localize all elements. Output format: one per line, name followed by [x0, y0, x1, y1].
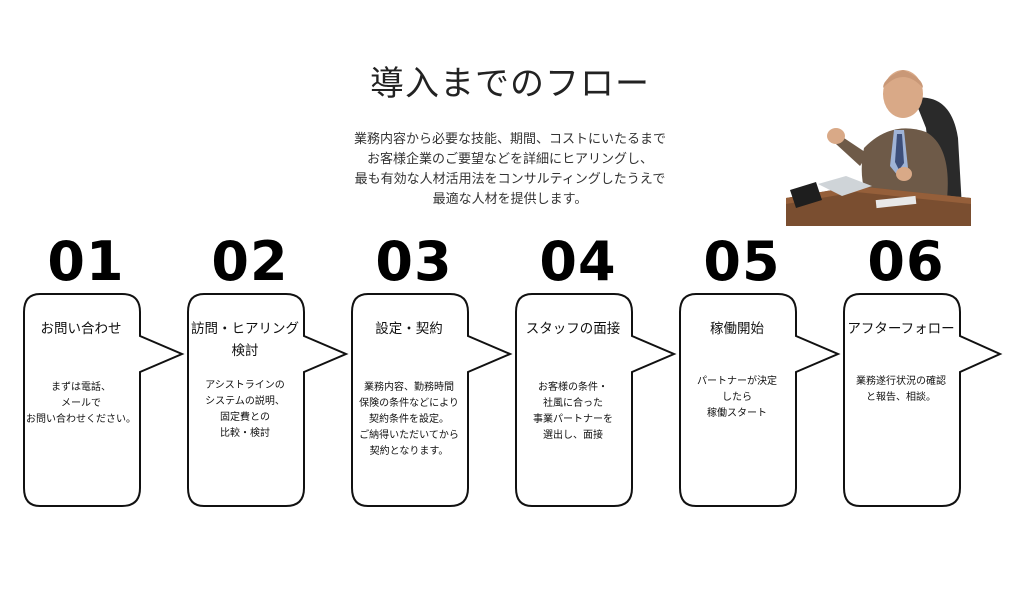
step-description-line: と報告、相談。 — [866, 392, 936, 403]
step-description-line: 比較・検討 — [220, 428, 270, 439]
step-description-line: 保険の条件などにより — [359, 398, 459, 409]
step-card: 稼働開始 パートナーが決定 したら 稼働スタート — [678, 292, 858, 512]
presenter-photo — [786, 58, 971, 226]
step-title-line: 設定・契約 — [375, 321, 443, 337]
step-title: 稼働開始 — [672, 318, 802, 340]
step-description-line: ご納得いただいてから — [359, 430, 459, 441]
step-card: アフターフォロー 業務遂行状況の確認 と報告、相談。 — [842, 292, 1022, 512]
step-title-line: アフターフォロー — [847, 321, 955, 337]
speech-bubble-shape — [23, 293, 185, 507]
step-description-line: 契約条件を設定。 — [369, 414, 449, 425]
step-description-line: 社風に合った — [543, 398, 603, 409]
step-description-line: メールで — [61, 398, 101, 409]
step-card: スタッフの面接 お客様の条件・ 社風に合った 事業パートナーを 選出し、面接 — [514, 292, 694, 512]
step-title: 訪問・ヒアリング 検討 — [180, 318, 310, 362]
speech-bubble-shape — [515, 293, 677, 507]
step-description: 業務遂行状況の確認 と報告、相談。 — [836, 374, 966, 406]
step-number: 05 — [703, 230, 781, 293]
step-description: パートナーが決定 したら 稼働スタート — [672, 374, 802, 422]
step-description-line: パートナーが決定 — [697, 376, 777, 387]
step-title: スタッフの面接 — [508, 318, 638, 340]
step-number: 01 — [47, 230, 125, 293]
intro-text: 業務内容から必要な技能、期間、コストにいたるまで お客様企業のご要望などを詳細に… — [300, 130, 720, 210]
speech-bubble-shape — [187, 293, 349, 507]
step-number: 06 — [867, 230, 945, 293]
step-description-line: 固定費との — [220, 412, 270, 423]
step-title-line: 訪問・ヒアリング — [191, 321, 299, 337]
step-description-line: 選出し、面接 — [543, 430, 603, 441]
step-title-line: 稼働開始 — [710, 321, 764, 337]
step-description-line: アシストラインの — [205, 380, 285, 391]
page-title: 導入までのフロー — [370, 64, 650, 104]
step-description-line: 契約となります。 — [369, 446, 449, 457]
step-card: 訪問・ヒアリング 検討 アシストラインの システムの説明、 固定費との 比較・検… — [186, 292, 366, 512]
step-description-line: システムの説明、 — [205, 396, 285, 407]
step-number: 04 — [539, 230, 617, 293]
step-description-line: 事業パートナーを — [533, 414, 613, 425]
intro-line: 業務内容から必要な技能、期間、コストにいたるまで — [353, 132, 666, 147]
step-card: お問い合わせ まずは電話、 メールで お問い合わせください。 — [22, 292, 202, 512]
step-description-line: まずは電話、 — [51, 382, 111, 393]
intro-line: 最も有効な人材活用法をコンサルティングしたうえで — [354, 172, 666, 187]
step-title: お問い合わせ — [16, 318, 146, 340]
step-description: お客様の条件・ 社風に合った 事業パートナーを 選出し、面接 — [508, 380, 638, 444]
step-description-line: 業務内容、勤務時間 — [364, 382, 454, 393]
step-description-line: お客様の条件・ — [538, 382, 608, 393]
step-title: 設定・契約 — [344, 318, 474, 340]
step-description-line: 稼働スタート — [707, 408, 767, 419]
step-description: 業務内容、勤務時間 保険の条件などにより 契約条件を設定。 ご納得いただいてから… — [344, 380, 474, 460]
step-number: 03 — [375, 230, 453, 293]
step-title: アフターフォロー — [836, 318, 966, 340]
step-card: 設定・契約 業務内容、勤務時間 保険の条件などにより 契約条件を設定。 ご納得い… — [350, 292, 530, 512]
step-description: アシストラインの システムの説明、 固定費との 比較・検討 — [180, 378, 310, 442]
step-number: 02 — [211, 230, 289, 293]
speech-bubble-shape — [679, 293, 841, 507]
intro-line: お客様企業のご要望などを詳細にヒアリングし、 — [366, 152, 653, 167]
step-description-line: お問い合わせください。 — [26, 414, 136, 425]
step-description-line: 業務遂行状況の確認 — [856, 376, 946, 387]
step-description: まずは電話、 メールで お問い合わせください。 — [16, 380, 146, 428]
step-description-line: したら — [722, 392, 752, 403]
step-title-line: お問い合わせ — [40, 321, 122, 337]
intro-line: 最適な人材を提供します。 — [432, 192, 588, 207]
step-title-line: 検討 — [231, 343, 259, 359]
speech-bubble-shape — [351, 293, 513, 507]
speech-bubble-shape — [843, 293, 1003, 507]
step-title-line: スタッフの面接 — [525, 321, 621, 337]
